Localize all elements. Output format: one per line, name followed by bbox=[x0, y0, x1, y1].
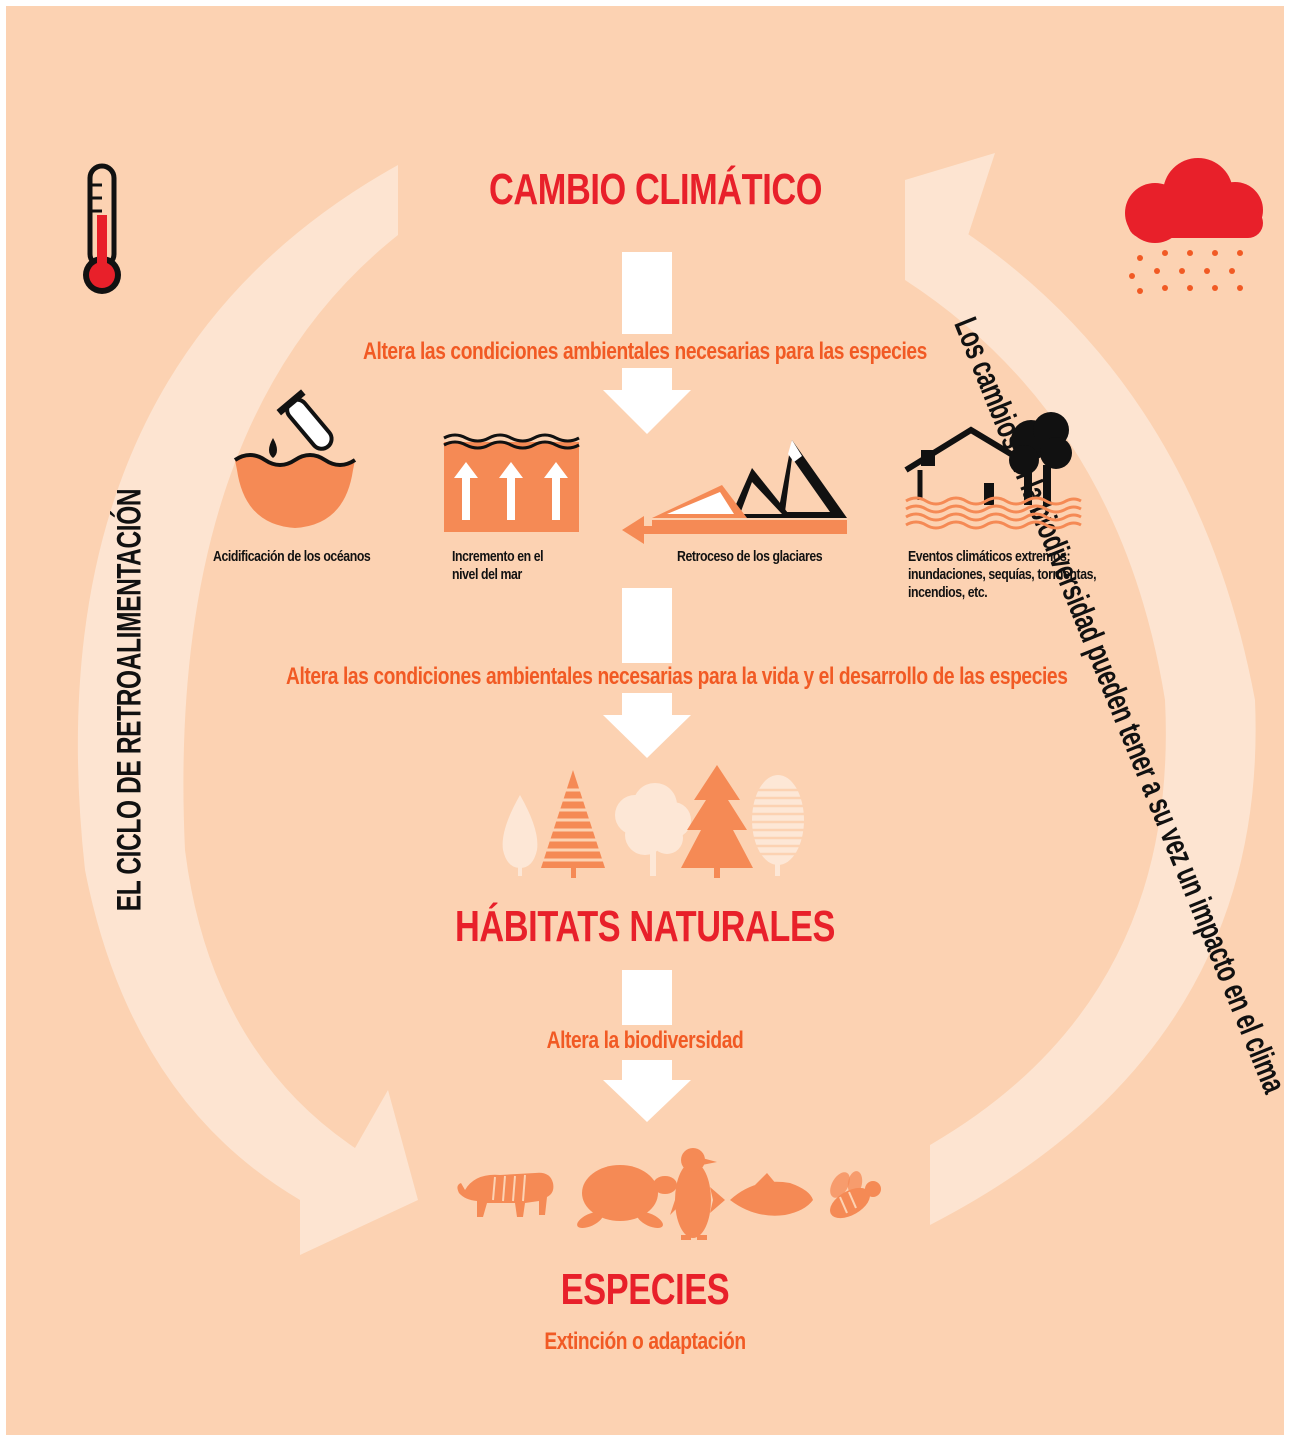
turtle-icon bbox=[577, 1165, 677, 1229]
left-cycle-arrow bbox=[77, 165, 418, 1255]
round-tree-icon bbox=[615, 783, 691, 876]
tiger-icon bbox=[457, 1172, 554, 1217]
thermometer-icon bbox=[83, 163, 121, 294]
fish-icon bbox=[710, 1173, 813, 1216]
climate-change-title: CAMBIO CLIMÁTICO bbox=[489, 165, 823, 214]
rain-cloud-icon bbox=[1125, 158, 1263, 294]
step3-text: Altera la biodiversidad bbox=[546, 1027, 744, 1054]
bee-icon bbox=[830, 1171, 881, 1219]
down-arrow-2 bbox=[603, 588, 691, 758]
trees-row bbox=[502, 765, 806, 878]
sea-level-rise-icon bbox=[443, 433, 580, 532]
right-cycle-arrow bbox=[905, 153, 1256, 1225]
step1-text: Altera las condiciones ambientales neces… bbox=[363, 338, 927, 365]
effect-label-sea-level: Incremento en el nivel del mar bbox=[452, 548, 544, 583]
extreme-weather-icon bbox=[904, 412, 1082, 530]
effect-label-glacier: Retroceso de los glaciares bbox=[677, 548, 823, 565]
effect-label-ocean: Acidificación de los océanos bbox=[213, 548, 371, 565]
left-cycle-label: EL CICLO DE RETROALIMENTACIÓN bbox=[110, 488, 149, 912]
down-arrow-3 bbox=[603, 970, 691, 1122]
glacier-retreat-icon bbox=[622, 440, 847, 544]
habitats-title: HÁBITATS NATURALES bbox=[454, 902, 836, 951]
fir-tree-icon bbox=[681, 765, 753, 878]
penguin-icon bbox=[670, 1148, 717, 1240]
effect-label-weather: Eventos climáticos extremos: inundacione… bbox=[908, 548, 1097, 601]
down-arrow-1 bbox=[603, 252, 691, 434]
species-title: ESPECIES bbox=[560, 1265, 730, 1314]
species-subtitle: Extinción o adaptación bbox=[544, 1328, 746, 1355]
step2-text: Altera las condiciones ambientales neces… bbox=[286, 663, 1068, 690]
animals-row bbox=[457, 1148, 881, 1240]
leaf-tree-icon bbox=[502, 795, 538, 876]
ocean-acidification-icon bbox=[233, 389, 357, 528]
striped-pine-icon bbox=[541, 770, 605, 878]
striped-oval-tree-icon bbox=[750, 775, 806, 876]
